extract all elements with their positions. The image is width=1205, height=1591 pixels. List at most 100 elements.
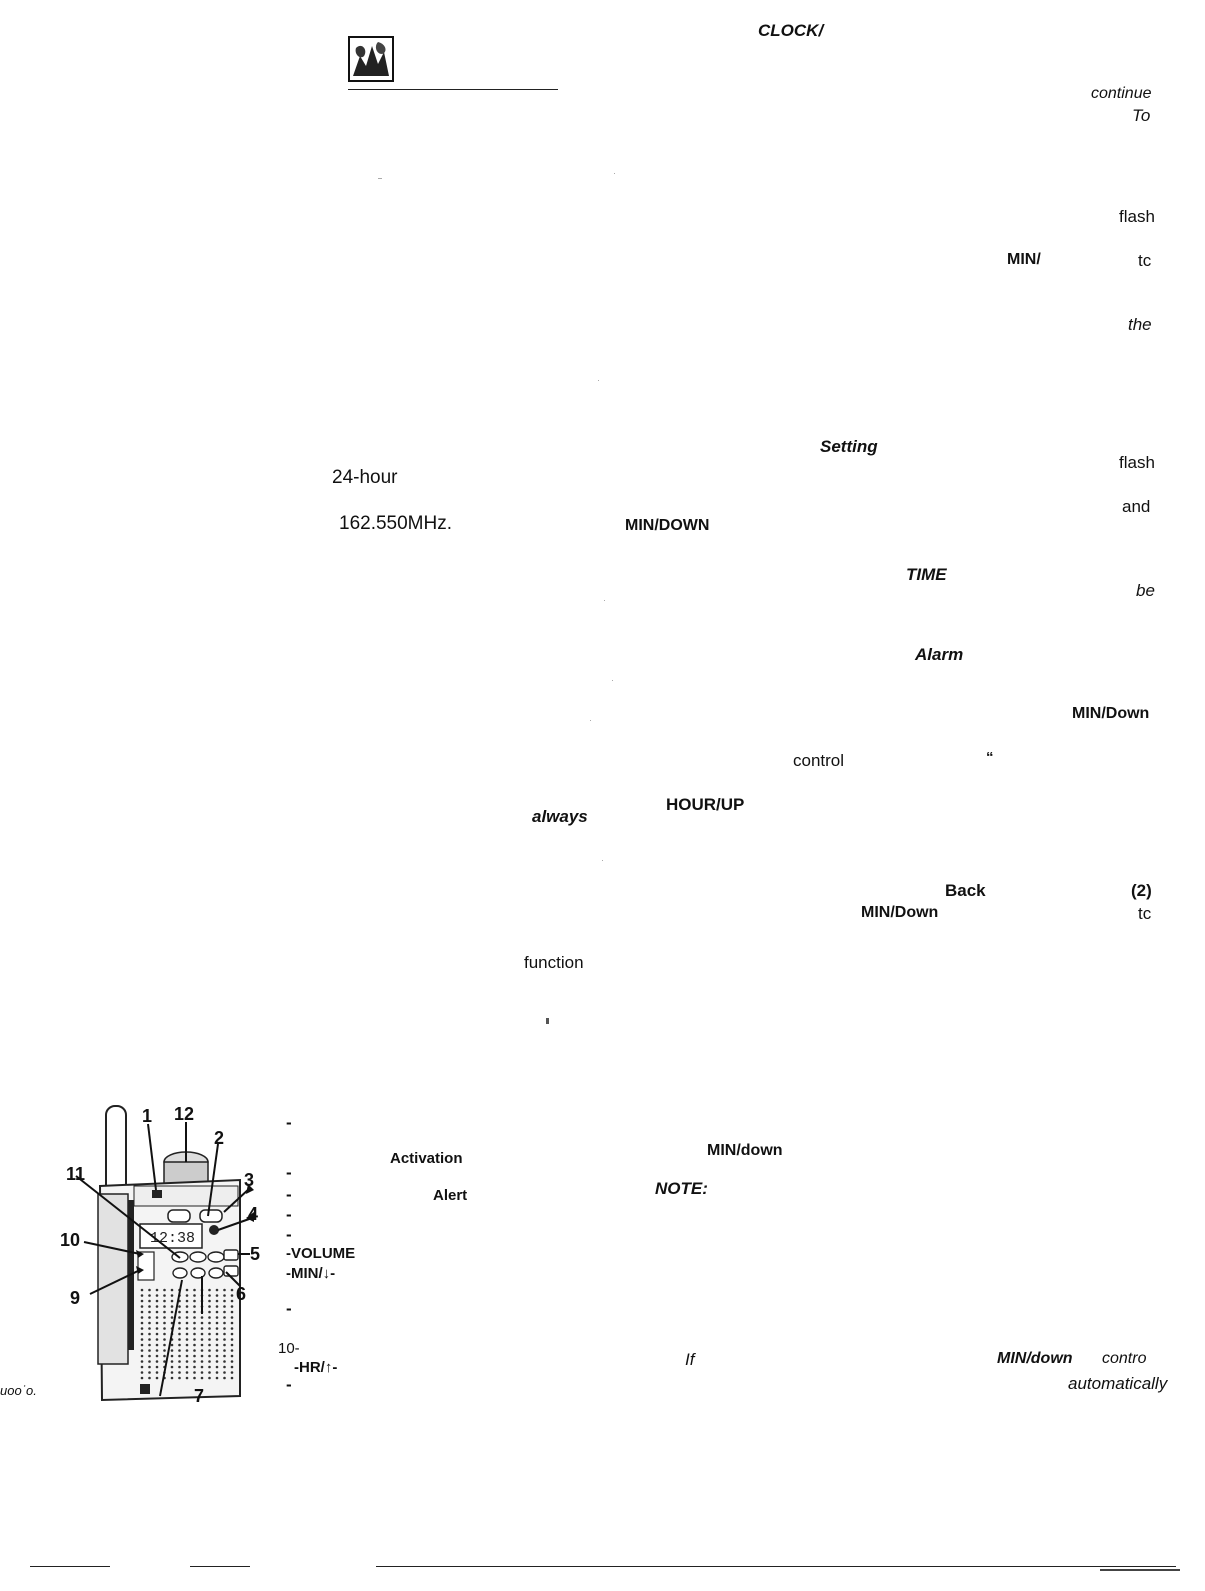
text-setting: Setting xyxy=(820,437,878,456)
grille-dot xyxy=(155,1288,159,1292)
grille-dot xyxy=(215,1332,219,1336)
grille-dot xyxy=(140,1376,144,1380)
text-min-down-italic: MIN/down xyxy=(997,1350,1073,1367)
grille-dot xyxy=(163,1343,166,1347)
grille-dot xyxy=(208,1321,211,1325)
text-tc-1: tc xyxy=(1138,251,1152,270)
grille-dot xyxy=(230,1349,234,1352)
grille-dot xyxy=(185,1321,189,1325)
text-control: control xyxy=(793,751,845,770)
legend-dash-3: - xyxy=(286,1185,292,1204)
grille-dot xyxy=(230,1316,234,1319)
grille-dot xyxy=(140,1365,144,1369)
grille-dot xyxy=(140,1310,144,1314)
grille-dot xyxy=(163,1349,166,1352)
grille-dot xyxy=(193,1321,196,1325)
speck xyxy=(602,860,603,861)
text-frequency: 162.550MHz. xyxy=(339,513,453,534)
grille-dot xyxy=(208,1343,211,1347)
grille-dot xyxy=(185,1316,189,1319)
grille-dot xyxy=(155,1360,159,1363)
grille-dot xyxy=(148,1299,151,1303)
grille-dot xyxy=(178,1332,181,1336)
grille-dot xyxy=(223,1299,226,1303)
grille-dot xyxy=(185,1299,189,1303)
speck xyxy=(612,680,613,681)
grille-dot xyxy=(230,1299,234,1303)
grille-dot xyxy=(185,1327,189,1330)
grille-dot xyxy=(215,1371,219,1374)
grille-dot xyxy=(215,1321,219,1325)
text-to-1: To xyxy=(1132,106,1151,125)
grille-dot xyxy=(170,1365,174,1369)
grille-dot xyxy=(200,1338,204,1341)
grille-dot xyxy=(208,1305,211,1308)
grille-dot xyxy=(170,1354,174,1358)
grille-dot xyxy=(230,1321,234,1325)
grille-dot xyxy=(193,1299,196,1303)
grille-dot xyxy=(223,1349,226,1352)
grille-dot xyxy=(178,1343,181,1347)
legend-dash-5: - xyxy=(286,1225,292,1244)
grille-dot xyxy=(155,1327,159,1330)
callout-12: 12 xyxy=(174,1104,194,1124)
grille-dot xyxy=(148,1360,151,1363)
grille-dot xyxy=(208,1371,211,1374)
grille-dot xyxy=(223,1316,226,1319)
text-if: If xyxy=(685,1350,695,1369)
speck xyxy=(604,600,605,601)
grille-dot xyxy=(215,1327,219,1330)
grille-dot xyxy=(185,1288,189,1292)
grille-dot xyxy=(193,1365,196,1369)
grille-dot xyxy=(230,1327,234,1330)
grille-dot xyxy=(230,1338,234,1341)
grille-dot xyxy=(215,1376,219,1380)
legend-ten: 10- xyxy=(278,1340,300,1357)
lcd-screen xyxy=(139,1223,203,1249)
grille-dot xyxy=(208,1288,211,1292)
grille-dot xyxy=(193,1310,196,1314)
text-two: (2) xyxy=(1131,881,1152,900)
grille-dot xyxy=(170,1343,174,1347)
grille-dot xyxy=(155,1305,159,1308)
text-function: function xyxy=(524,953,584,972)
text-always: always xyxy=(532,807,588,826)
grille-dot xyxy=(200,1343,204,1347)
grille-dot xyxy=(140,1327,144,1330)
grille-dot xyxy=(208,1376,211,1380)
grille-dot xyxy=(155,1338,159,1341)
grille-dot xyxy=(178,1354,181,1358)
text-continue: continue xyxy=(1091,85,1152,102)
grille-dot xyxy=(223,1305,226,1308)
grille-dot xyxy=(140,1294,144,1297)
radio-diagram: 12:38 1 12 2 3 xyxy=(60,1104,260,1406)
grille-dot xyxy=(170,1376,174,1380)
grille-dot xyxy=(193,1349,196,1352)
grille-dot xyxy=(193,1371,196,1374)
grille-dot xyxy=(185,1360,189,1363)
grille-dot xyxy=(230,1354,234,1358)
legend-alert: Alert xyxy=(433,1187,468,1204)
margin-text: uoo˙o. xyxy=(0,1383,37,1398)
grille-dot xyxy=(178,1360,181,1363)
grille-dot xyxy=(193,1327,196,1330)
grille-dot xyxy=(223,1360,226,1363)
grille-dot xyxy=(140,1299,144,1303)
grille-dot xyxy=(208,1299,211,1303)
grille-dot xyxy=(163,1316,166,1319)
grille-dot xyxy=(215,1310,219,1314)
grille-dot xyxy=(230,1305,234,1308)
grille-dot xyxy=(163,1354,166,1358)
grille-dot xyxy=(223,1343,226,1347)
grille-dot xyxy=(200,1360,204,1363)
grille-dot xyxy=(215,1288,219,1292)
header-word: CLOCK/ xyxy=(758,21,824,40)
header-rule xyxy=(348,89,558,90)
grille-dot xyxy=(230,1376,234,1380)
grille-dot xyxy=(193,1305,196,1308)
callout-6: 6 xyxy=(236,1284,246,1304)
grille-dot xyxy=(208,1349,211,1352)
text-min-down-caps: MIN/DOWN xyxy=(625,517,710,534)
text-min-down-lower: MIN/down xyxy=(707,1142,783,1159)
text-min-down-mixed: MIN/Down xyxy=(861,904,939,921)
